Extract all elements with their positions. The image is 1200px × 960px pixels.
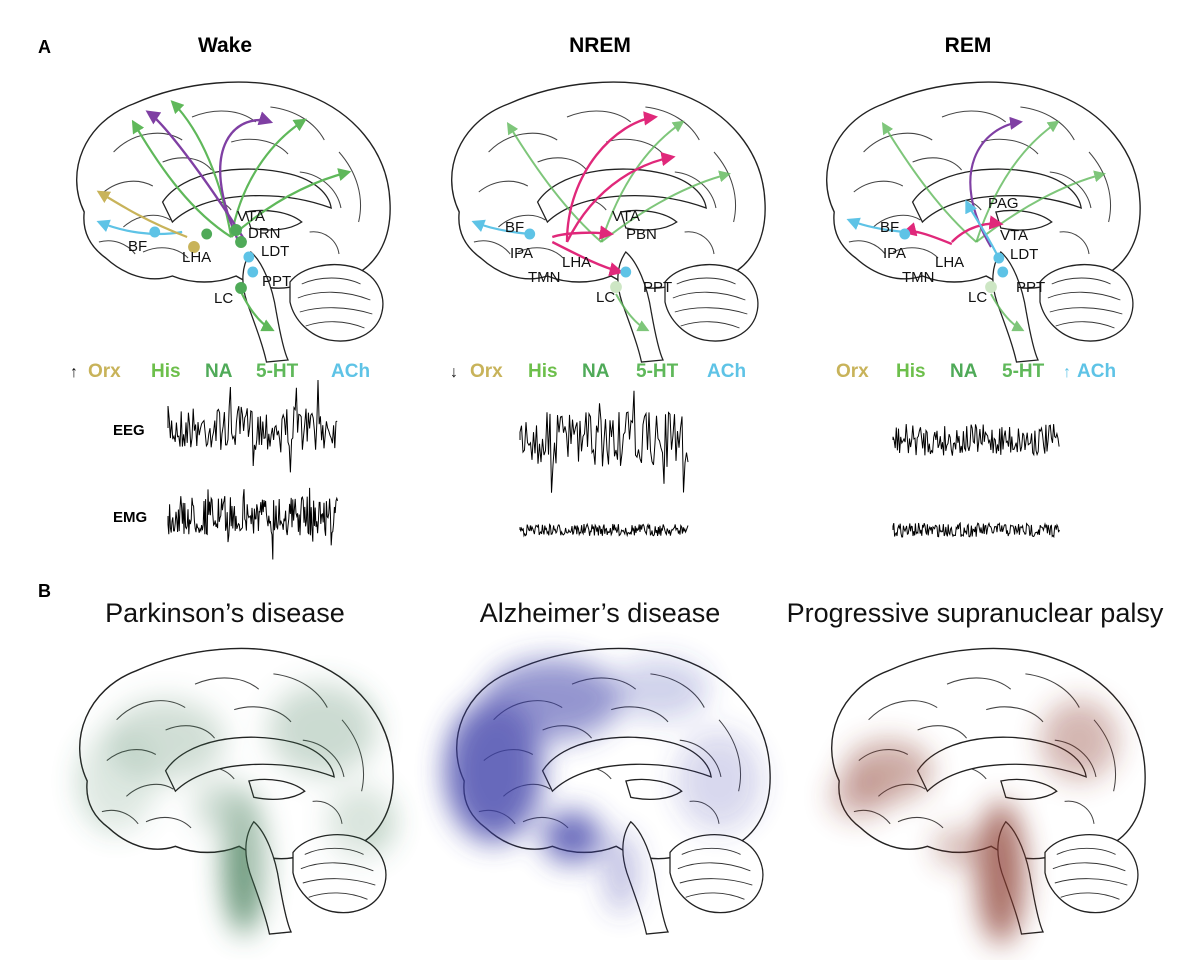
wake-nt-his: His bbox=[151, 361, 181, 382]
nrem-region-ppt: PPT bbox=[643, 279, 672, 296]
wake-title: Wake bbox=[198, 34, 252, 57]
alzheimers-brain bbox=[444, 647, 771, 935]
rem-neurotransmitter-row: Orx His NA 5-HT ↑ ACh bbox=[836, 361, 1116, 382]
eeg-label: EEG bbox=[113, 422, 145, 439]
ldt-node bbox=[243, 251, 255, 263]
nrem-neurotransmitter-row: ↓ Orx His NA 5-HT ACh bbox=[450, 361, 746, 382]
nrem-region-lha: LHA bbox=[562, 254, 591, 271]
rem-emg-trace bbox=[892, 521, 1060, 539]
wake-nt-orx: Orx bbox=[88, 361, 121, 382]
wake-nt-5ht: 5-HT bbox=[256, 361, 299, 382]
wake-neurotransmitter-row: ↑ Orx His NA 5-HT ACh bbox=[70, 361, 370, 382]
rem-nt-orx: Orx bbox=[836, 361, 869, 382]
wake-region-bf: BF bbox=[128, 238, 147, 255]
psp-title: Progressive supranuclear palsy bbox=[787, 598, 1164, 628]
wake-emg-trace bbox=[167, 487, 339, 560]
wake-region-lc: LC bbox=[214, 290, 233, 307]
nrem-region-ipa: IPA bbox=[510, 245, 533, 262]
nrem-emg-trace bbox=[519, 522, 689, 538]
nrem-region-bf: BF bbox=[505, 219, 524, 236]
nrem-nt-5ht: 5-HT bbox=[636, 361, 679, 382]
rem-eeg-trace bbox=[892, 424, 1060, 457]
nrem-title: NREM bbox=[569, 34, 631, 57]
wake-region-drn: DRN bbox=[248, 225, 281, 242]
alzheimers-pathology bbox=[444, 658, 764, 914]
nrem-nt-na: NA bbox=[582, 361, 610, 382]
bf-node bbox=[524, 228, 536, 240]
nrem-region-tmn: TMN bbox=[528, 269, 561, 286]
rem-region-tmn: TMN bbox=[902, 269, 935, 286]
rem-region-bf: BF bbox=[880, 219, 899, 236]
rem-region-ldt: LDT bbox=[1010, 246, 1038, 263]
rem-increase-arrow: ↑ bbox=[1063, 364, 1071, 381]
wake-brain-diagram bbox=[75, 81, 391, 363]
nrem-brain-diagram bbox=[450, 81, 766, 363]
rem-nt-ach: ACh bbox=[1077, 361, 1116, 382]
rem-region-vta: VTA bbox=[1000, 227, 1028, 244]
panel-a-letter: A bbox=[38, 37, 51, 57]
wake-nt-na: NA bbox=[205, 361, 233, 382]
bf-node bbox=[149, 226, 161, 238]
wake-region-ppt: PPT bbox=[262, 273, 291, 290]
rem-region-ipa: IPA bbox=[883, 245, 906, 262]
parkinsons-title: Parkinson’s disease bbox=[105, 598, 345, 628]
rem-region-lha: LHA bbox=[935, 254, 964, 271]
wake-region-lha: LHA bbox=[182, 249, 211, 266]
nrem-nt-orx: Orx bbox=[470, 361, 503, 382]
wake-nt-ach: ACh bbox=[331, 361, 370, 382]
nrem-eeg-trace bbox=[519, 390, 689, 493]
drn-node bbox=[235, 236, 247, 248]
nrem-projections bbox=[471, 111, 731, 332]
parkinsons-brain bbox=[77, 647, 396, 935]
lc-node bbox=[235, 282, 247, 294]
trace-group bbox=[167, 379, 1060, 560]
rem-nt-5ht: 5-HT bbox=[1002, 361, 1045, 382]
ppt-node bbox=[620, 266, 632, 278]
psp-brain bbox=[829, 647, 1146, 945]
wake-projections bbox=[96, 100, 352, 332]
alzheimers-title: Alzheimer’s disease bbox=[480, 598, 721, 628]
rem-region-pag: PAG bbox=[988, 195, 1019, 212]
tmn-node bbox=[201, 228, 213, 240]
panel-b-letter: B bbox=[38, 581, 51, 601]
rem-nt-na: NA bbox=[950, 361, 978, 382]
lc-node bbox=[985, 281, 997, 293]
nrem-region-vta: VTA bbox=[612, 208, 640, 225]
wake-region-vta: VTA bbox=[237, 208, 265, 225]
rem-projections bbox=[846, 116, 1106, 332]
bf-node bbox=[899, 228, 911, 240]
nrem-decrease-arrow: ↓ bbox=[450, 364, 458, 381]
rem-region-ppt: PPT bbox=[1016, 279, 1045, 296]
nrem-nt-ach: ACh bbox=[707, 361, 746, 382]
ldt-node bbox=[993, 252, 1005, 264]
emg-label: EMG bbox=[113, 509, 147, 526]
wake-eeg-trace bbox=[167, 379, 338, 473]
lha-node bbox=[188, 241, 200, 253]
lc-node bbox=[610, 281, 622, 293]
nrem-nt-his: His bbox=[528, 361, 558, 382]
nrem-region-pbn: PBN bbox=[626, 226, 657, 243]
wake-region-ldt: LDT bbox=[261, 243, 289, 260]
wake-increase-arrow: ↑ bbox=[70, 364, 78, 381]
nrem-region-lc: LC bbox=[596, 289, 615, 306]
rem-title: REM bbox=[945, 34, 992, 57]
rem-region-lc: LC bbox=[968, 289, 987, 306]
vta-node bbox=[230, 224, 242, 236]
rem-nt-his: His bbox=[896, 361, 926, 382]
psp-pathology bbox=[829, 699, 1119, 945]
ppt-node bbox=[997, 266, 1009, 278]
rem-brain-diagram bbox=[825, 81, 1141, 363]
ppt-node bbox=[247, 266, 259, 278]
